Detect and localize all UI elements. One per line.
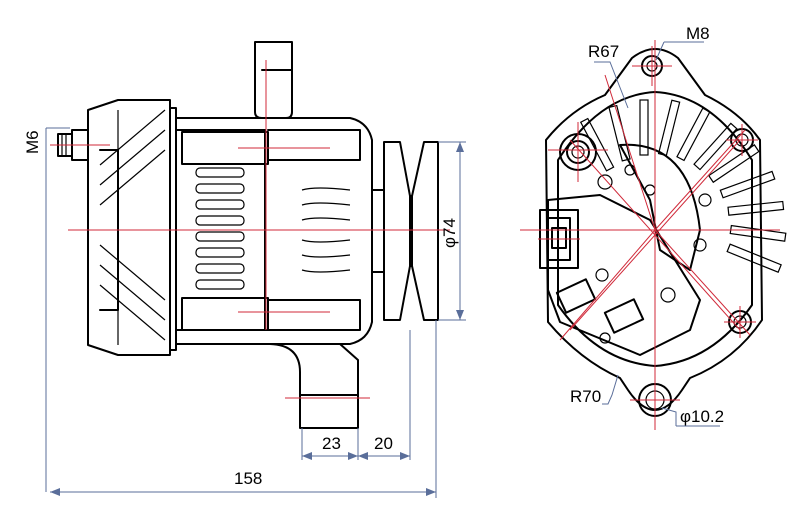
stator-body: [175, 117, 373, 345]
side-view-dimensions: [45, 127, 466, 498]
front-view: R67 M8 R70 φ10.2: [520, 24, 787, 430]
side-view-centerlines: [50, 60, 450, 399]
front-view-leaders: [594, 41, 720, 427]
side-view: M6 φ74 23 20 158: [23, 41, 466, 498]
dim-pulley-diameter: φ74: [440, 218, 459, 248]
front-view-centerlines: [520, 40, 780, 430]
dim-pulley-offset: 20: [374, 434, 393, 453]
label-bolt-thread: M8: [686, 24, 710, 43]
bottom-mount-foot: [269, 343, 359, 429]
label-radius-upper: R67: [588, 42, 619, 61]
dim-mount-offset: 23: [322, 434, 341, 453]
dim-thread-m6: M6: [23, 130, 42, 154]
vent-slots: [195, 167, 351, 290]
rectifier-plate: [547, 143, 701, 356]
dim-overall-length: 158: [234, 469, 262, 488]
rear-cover: [87, 99, 177, 356]
housing-outline: [545, 48, 763, 411]
label-radius-lower: R70: [570, 387, 601, 406]
connector-plug: [539, 209, 579, 269]
top-mount-ear: [254, 41, 293, 119]
label-hole-diameter: φ10.2: [680, 407, 724, 426]
pulley: [371, 141, 439, 321]
